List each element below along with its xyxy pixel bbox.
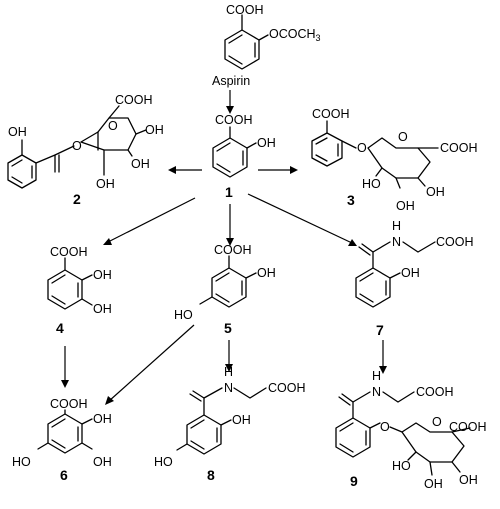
- compound-4-cooh-label: COOH: [50, 245, 88, 259]
- arrow-5-to-6-head: [105, 396, 114, 405]
- compound-9-n-label: N: [372, 385, 381, 399]
- compound-6-cooh-label: COOH: [50, 397, 88, 411]
- compound-6-structure: COOH OH OH HO 6: [12, 397, 112, 483]
- arrow-4-to-6-head: [61, 380, 69, 388]
- compound-9-oh-b-label: OH: [459, 473, 478, 487]
- compound-7-oh-label: OH: [401, 266, 420, 280]
- compound-6-number: 6: [60, 467, 68, 483]
- compound-2-cooh-label: COOH: [115, 93, 153, 107]
- arrow-1-to-3-head: [290, 166, 298, 174]
- arrow-1-to-4: [107, 197, 196, 243]
- compound-3-ho-label: HO: [362, 177, 381, 191]
- compound-9-ho-label: HO: [392, 459, 411, 473]
- compound-6-oh-b-label: OH: [93, 455, 112, 469]
- compound-9-oh-c-label: OH: [424, 477, 443, 491]
- compound-3-oh-b-label: OH: [426, 185, 445, 199]
- compound-7-cooh-label: COOH: [436, 235, 474, 249]
- compound-5-number: 5: [224, 320, 232, 336]
- compound-7-number: 7: [376, 322, 384, 338]
- compound-9-sugar-cooh-label: COOH: [449, 420, 487, 434]
- arrow-5-to-8-head: [225, 364, 233, 372]
- aspirin-name-label: Aspirin: [212, 74, 250, 88]
- compound-3-structure: COOH O O COOH HO OH OH 3: [311, 107, 478, 213]
- compound-9-number: 9: [350, 473, 358, 489]
- compound-5-cooh-label: COOH: [214, 243, 252, 257]
- compound-1-oh-label: OH: [257, 136, 276, 150]
- compound-2-number: 2: [73, 191, 81, 207]
- compound-3-link-o-label: O: [357, 141, 367, 155]
- compound-3-aryl-cooh-label: COOH: [312, 107, 350, 121]
- compound-4-structure: COOH OH OH 4: [47, 245, 112, 336]
- arrow-1-to-7: [247, 193, 353, 244]
- compound-8-nh-label: H: [224, 365, 233, 379]
- aspirin-cooh-label: COOH: [226, 3, 264, 17]
- compound-3-sugar-cooh-label: COOH: [440, 141, 478, 155]
- compound-7-structure: H N COOH OH 7: [355, 219, 474, 338]
- compound-2-structure: OH O O COOH OH OH OH 2: [7, 93, 164, 207]
- compound-5-oh-label: OH: [257, 266, 276, 280]
- compound-2-phenol-oh-label: OH: [8, 125, 27, 139]
- arrow-1-to-2-head: [168, 166, 176, 174]
- compound-2-oh-c-label: OH: [96, 177, 115, 191]
- compound-9-structure: H N COOH O O COOH HO OH OH 9: [335, 369, 487, 491]
- compound-1-structure: COOH OH 1: [212, 113, 276, 200]
- compound-3-oh-c-label: OH: [396, 199, 415, 213]
- compound-7-n-label: N: [392, 235, 401, 249]
- compound-5-ho-label: HO: [174, 308, 193, 322]
- compound-1-number: 1: [225, 184, 233, 200]
- arrow-1-to-4-head: [103, 238, 112, 245]
- compound-4-oh-b-label: OH: [93, 302, 112, 316]
- compound-3-ring-o-label: O: [398, 130, 408, 144]
- compound-1-cooh-label: COOH: [215, 113, 253, 127]
- compound-4-number: 4: [56, 320, 64, 336]
- reaction-arrows: [61, 90, 387, 405]
- arrow-7-to-9-head: [379, 366, 387, 374]
- arrow-5-to-6: [108, 324, 195, 402]
- compound-8-n-label: N: [224, 381, 233, 395]
- aspirin-ester-label: OCOCH3: [269, 27, 321, 43]
- compound-2-ester-o-label: O: [72, 139, 82, 153]
- compound-9-link-o-label: O: [380, 420, 390, 434]
- compound-9-cooh-label: COOH: [416, 385, 454, 399]
- compound-5-structure: COOH OH HO 5: [174, 243, 276, 336]
- compound-2-oh-a-label: OH: [145, 123, 164, 137]
- compound-9-nh-label: H: [372, 369, 381, 383]
- compound-7-nh-label: H: [392, 219, 401, 233]
- compound-4-oh-a-label: OH: [93, 268, 112, 282]
- compound-2-oh-b-label: OH: [131, 157, 150, 171]
- aspirin-structure: COOH OCOCH3 Aspirin: [212, 3, 321, 88]
- compound-8-ho-label: HO: [154, 455, 173, 469]
- arrow-1-to-5-head: [226, 238, 234, 246]
- compound-8-structure: H N COOH OH HO 8: [154, 365, 306, 483]
- compound-6-ho-label: HO: [12, 455, 31, 469]
- compound-8-cooh-label: COOH: [268, 381, 306, 395]
- arrow-aspirin-to-1-head: [226, 106, 234, 114]
- compound-6-oh-a-label: OH: [93, 412, 112, 426]
- compound-3-number: 3: [347, 192, 355, 208]
- compound-2-ring-o-label: O: [108, 119, 118, 133]
- arrow-1-to-7-head: [348, 239, 357, 246]
- compound-9-ring-o-label: O: [432, 415, 442, 429]
- compound-8-oh-label: OH: [232, 413, 251, 427]
- compound-8-number: 8: [207, 467, 215, 483]
